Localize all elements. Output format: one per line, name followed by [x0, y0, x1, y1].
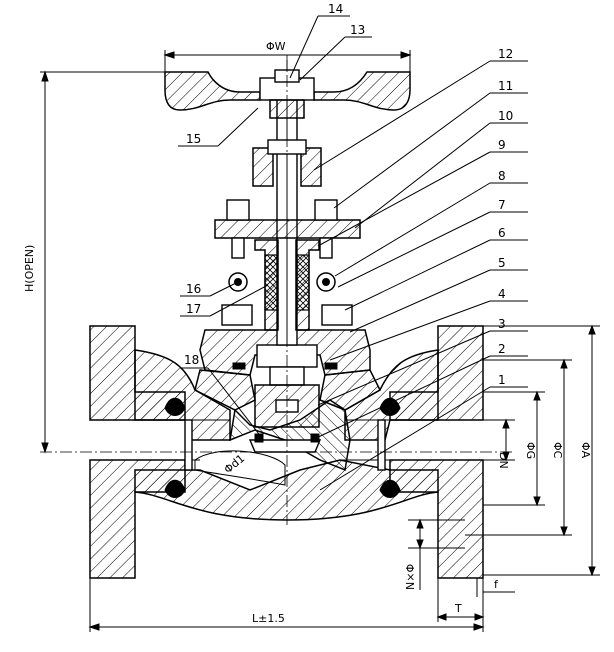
- part-label-11: 11: [498, 79, 513, 93]
- part-label-4: 4: [498, 287, 506, 301]
- part-label-16: 16: [186, 282, 201, 296]
- dim-height-open: H(OPEN): [23, 245, 36, 292]
- dimension-lines: ΦW H(OPEN) L±1.5 T f N×Φ: [23, 40, 600, 632]
- part-label-12: 12: [498, 47, 513, 61]
- dim-length: L±1.5: [252, 612, 285, 625]
- dim-phi-g: ΦG: [524, 442, 537, 459]
- part-label-6: 6: [498, 226, 506, 240]
- dim-bolt-holes: N×Φ: [404, 564, 417, 590]
- part-label-8: 8: [498, 169, 506, 183]
- part-callouts: 14 13 12 11 10 9 8 7 6 5: [178, 2, 528, 491]
- dim-flange-thickness: T: [454, 602, 462, 615]
- part-label-7: 7: [498, 198, 506, 212]
- part-label-9: 9: [498, 138, 506, 152]
- part-label-2: 2: [498, 342, 506, 356]
- dim-nominal-diameter: DN: [497, 452, 510, 469]
- dim-phi-a: ΦA: [579, 442, 592, 459]
- part-label-5: 5: [498, 256, 506, 270]
- part-label-10: 10: [498, 109, 513, 123]
- part-label-14: 14: [328, 2, 343, 16]
- part-label-17: 17: [186, 302, 201, 316]
- handwheel: [164, 60, 411, 119]
- part-label-15: 15: [186, 132, 201, 146]
- part-label-13: 13: [350, 23, 365, 37]
- part-label-3: 3: [498, 317, 506, 331]
- dim-raised-face: f: [494, 578, 499, 591]
- part-label-1: 1: [498, 373, 506, 387]
- dim-handwheel-diameter: ΦW: [266, 40, 286, 53]
- dim-phi-c: ΦC: [551, 442, 564, 459]
- part-label-18: 18: [184, 353, 199, 367]
- dim-seat-bore: Φd1: [222, 452, 248, 477]
